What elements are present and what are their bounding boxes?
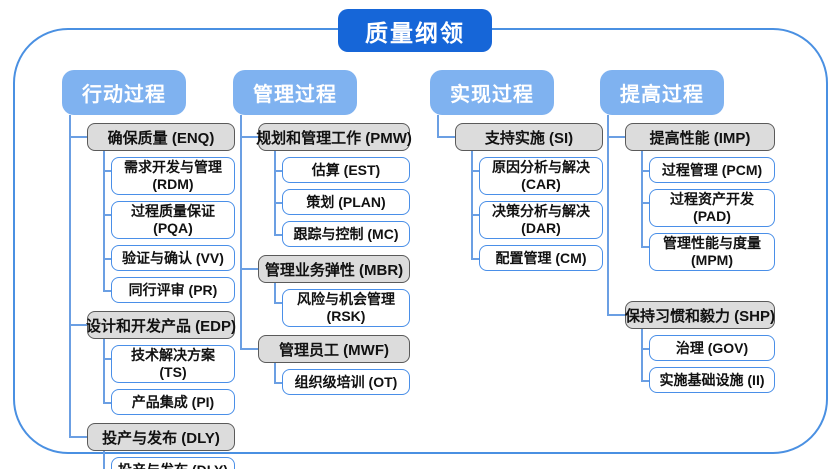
- node-mc: 跟踪与控制 (MC): [274, 215, 410, 247]
- node-rdm: 需求开发与管理 (RDM): [103, 151, 235, 195]
- column-management-process: 管理过程 规划和管理工作 (PMW) 估算 (EST) 策划 (PLAN) 跟踪…: [233, 70, 412, 395]
- node-car: 原因分析与解决 (CAR): [471, 151, 603, 195]
- group-children: 技术解决方案 (TS) 产品集成 (PI): [103, 339, 235, 415]
- node-box-mpm: 管理性能与度量 (MPM): [649, 233, 775, 271]
- node-box-pcm: 过程管理 (PCM): [649, 157, 775, 183]
- node-box-imp: 提高性能 (IMP): [625, 123, 775, 151]
- column-header-action-process: 行动过程: [62, 70, 186, 115]
- node-dly-child: 投产与发布 (DLY): [103, 451, 235, 469]
- group-delivery-release: 投产与发布 (DLY) 投产与发布 (DLY): [69, 415, 235, 469]
- node-pcm: 过程管理 (PCM): [641, 151, 775, 183]
- node-gov: 治理 (GOV): [641, 329, 775, 361]
- node-box-mbr: 管理业务弹性 (MBR): [258, 255, 410, 283]
- group-design-develop-products: 设计和开发产品 (EDP) 技术解决方案 (TS) 产品集成 (PI): [69, 303, 236, 415]
- node-box-edp: 设计和开发产品 (EDP): [86, 311, 236, 339]
- group-children: 投产与发布 (DLY): [103, 451, 235, 469]
- group-manage-workforce: 管理员工 (MWF) 组织级培训 (OT): [240, 327, 410, 395]
- node-pqa: 过程质量保证 (PQA): [103, 195, 235, 239]
- group-plan-manage-work: 规划和管理工作 (PMW) 估算 (EST) 策划 (PLAN) 跟踪与控制 (…: [240, 115, 412, 247]
- group-sustain-habit: 保持习惯和毅力 (SHP) 治理 (GOV) 实施基础设施 (II): [607, 271, 775, 393]
- node-ot: 组织级培训 (OT): [274, 363, 410, 395]
- node-pr: 同行评审 (PR): [103, 271, 235, 303]
- column-action-process: 行动过程 确保质量 (ENQ) 需求开发与管理 (RDM) 过程质量保证 (PQ…: [62, 70, 236, 469]
- node-pi: 产品集成 (PI): [103, 383, 235, 415]
- node-pad: 过程资产开发 (PAD): [641, 183, 775, 227]
- group-ensure-quality: 确保质量 (ENQ) 需求开发与管理 (RDM) 过程质量保证 (PQA) 验证…: [69, 115, 235, 303]
- group-children: 组织级培训 (OT): [274, 363, 410, 395]
- node-vv: 验证与确认 (VV): [103, 239, 235, 271]
- node-ii: 实施基础设施 (II): [641, 361, 775, 393]
- node-box-dly: 投产与发布 (DLY): [87, 423, 235, 451]
- node-mpm: 管理性能与度量 (MPM): [641, 227, 775, 271]
- node-box-mc: 跟踪与控制 (MC): [282, 221, 410, 247]
- column-groups: 确保质量 (ENQ) 需求开发与管理 (RDM) 过程质量保证 (PQA) 验证…: [69, 115, 236, 469]
- diagram-title: 质量纲领: [338, 9, 492, 52]
- node-box-rdm: 需求开发与管理 (RDM): [111, 157, 235, 195]
- node-box-car: 原因分析与解决 (CAR): [479, 157, 603, 195]
- node-box-enq: 确保质量 (ENQ): [87, 123, 235, 151]
- column-improvement-process: 提高过程 提高性能 (IMP) 过程管理 (PCM) 过程资产开发 (PAD) …: [600, 70, 775, 393]
- column-groups: 提高性能 (IMP) 过程管理 (PCM) 过程资产开发 (PAD) 管理性能与…: [607, 115, 775, 393]
- column-header-implementation-process: 实现过程: [430, 70, 554, 115]
- group-children: 需求开发与管理 (RDM) 过程质量保证 (PQA) 验证与确认 (VV) 同行…: [103, 151, 235, 303]
- node-est: 估算 (EST): [274, 151, 410, 183]
- node-box-cm: 配置管理 (CM): [479, 245, 603, 271]
- node-box-pi: 产品集成 (PI): [111, 389, 235, 415]
- node-cm: 配置管理 (CM): [471, 239, 603, 271]
- node-box-est: 估算 (EST): [282, 157, 410, 183]
- node-box-pr: 同行评审 (PR): [111, 277, 235, 303]
- node-box-ii: 实施基础设施 (II): [649, 367, 775, 393]
- node-box-vv: 验证与确认 (VV): [111, 245, 235, 271]
- node-box-dly-child: 投产与发布 (DLY): [111, 457, 235, 469]
- column-groups: 规划和管理工作 (PMW) 估算 (EST) 策划 (PLAN) 跟踪与控制 (…: [240, 115, 412, 395]
- group-children: 原因分析与解决 (CAR) 决策分析与解决 (DAR) 配置管理 (CM): [471, 151, 603, 271]
- node-box-pmw: 规划和管理工作 (PMW): [256, 123, 412, 151]
- group-children: 风险与机会管理 (RSK): [274, 283, 410, 327]
- group-business-resilience: 管理业务弹性 (MBR) 风险与机会管理 (RSK): [240, 247, 410, 327]
- column-header-improvement-process: 提高过程: [600, 70, 724, 115]
- column-groups: 支持实施 (SI) 原因分析与解决 (CAR) 决策分析与解决 (DAR) 配置…: [437, 115, 603, 271]
- column-header-management-process: 管理过程: [233, 70, 357, 115]
- node-box-plan: 策划 (PLAN): [282, 189, 410, 215]
- group-children: 过程管理 (PCM) 过程资产开发 (PAD) 管理性能与度量 (MPM): [641, 151, 775, 271]
- node-box-dar: 决策分析与解决 (DAR): [479, 201, 603, 239]
- node-box-si: 支持实施 (SI): [455, 123, 603, 151]
- group-children: 估算 (EST) 策划 (PLAN) 跟踪与控制 (MC): [274, 151, 410, 247]
- group-support-implementation: 支持实施 (SI) 原因分析与解决 (CAR) 决策分析与解决 (DAR) 配置…: [437, 115, 603, 271]
- node-rsk: 风险与机会管理 (RSK): [274, 283, 410, 327]
- group-improve-performance: 提高性能 (IMP) 过程管理 (PCM) 过程资产开发 (PAD) 管理性能与…: [607, 115, 775, 271]
- node-box-pad: 过程资产开发 (PAD): [649, 189, 775, 227]
- group-children: 治理 (GOV) 实施基础设施 (II): [641, 329, 775, 393]
- node-plan: 策划 (PLAN): [274, 183, 410, 215]
- node-box-mwf: 管理员工 (MWF): [258, 335, 410, 363]
- node-ts: 技术解决方案 (TS): [103, 339, 235, 383]
- node-box-gov: 治理 (GOV): [649, 335, 775, 361]
- node-box-ot: 组织级培训 (OT): [282, 369, 410, 395]
- node-box-rsk: 风险与机会管理 (RSK): [282, 289, 410, 327]
- node-box-pqa: 过程质量保证 (PQA): [111, 201, 235, 239]
- column-implementation-process: 实现过程 支持实施 (SI) 原因分析与解决 (CAR) 决策分析与解决 (DA…: [430, 70, 603, 271]
- node-dar: 决策分析与解决 (DAR): [471, 195, 603, 239]
- node-box-ts: 技术解决方案 (TS): [111, 345, 235, 383]
- node-box-shp: 保持习惯和毅力 (SHP): [625, 301, 775, 329]
